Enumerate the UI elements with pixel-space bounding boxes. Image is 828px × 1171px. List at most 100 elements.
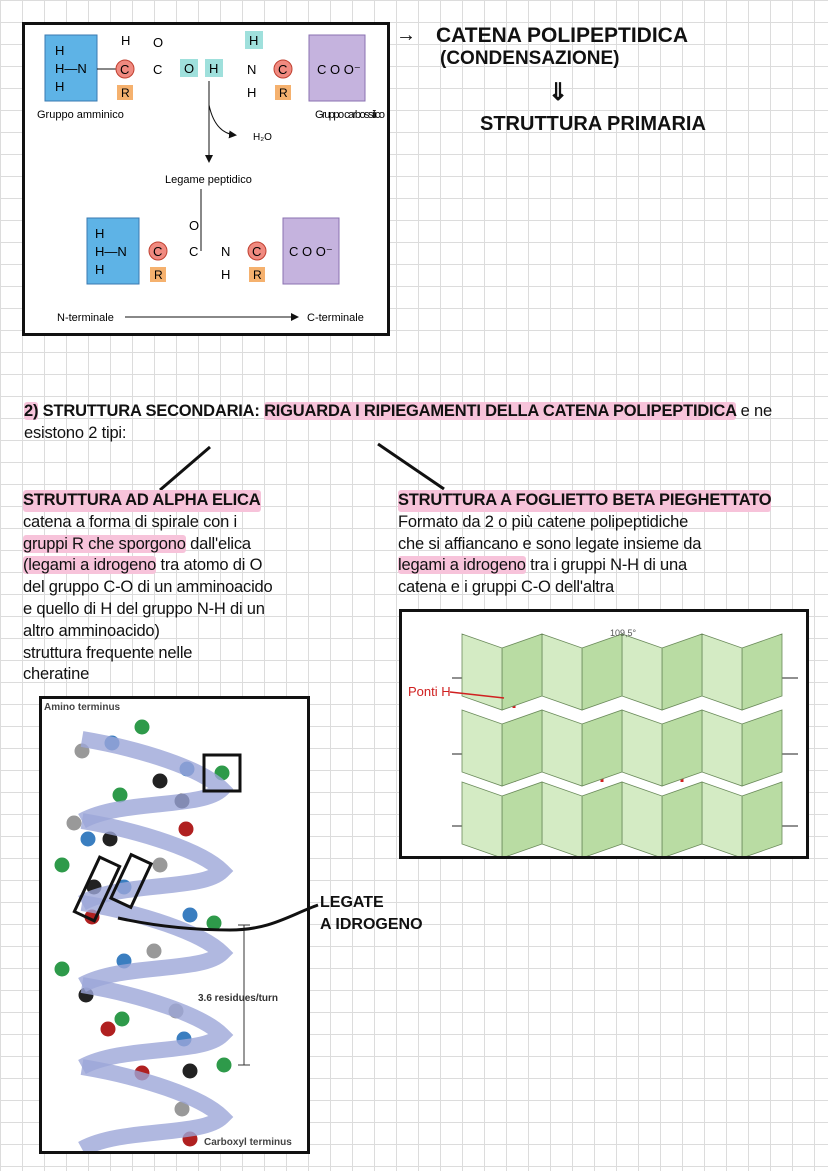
pleat-panel <box>461 781 503 859</box>
svg-text:O: O <box>153 35 163 50</box>
atom <box>177 820 195 838</box>
svg-text:C: C <box>252 244 261 259</box>
alpha-helix-diagram: Amino terminus Carboxyl terminus 3.6 res… <box>39 696 310 1157</box>
alpha-highlight: (legami a idrogeno <box>23 556 157 575</box>
peptide-bond-svg: HH—NH C R H CO O H H NH C R C O O⁻ Grupp… <box>37 31 385 324</box>
beta-line: catena e i gruppi C-O dell'altra <box>398 578 614 597</box>
svg-text:C: C <box>153 62 162 77</box>
pleat-panel <box>581 633 623 711</box>
helix-ribbon <box>78 977 234 1075</box>
alpha-helix-description: STRUTTURA AD ALPHA ELICA catena a forma … <box>23 490 393 686</box>
pleat-panel <box>461 633 503 711</box>
peptide-bond-label: Legame peptidico <box>165 174 252 186</box>
svg-text:H: H <box>221 267 230 282</box>
pleat-panel <box>701 709 743 787</box>
svg-text:H: H <box>249 33 258 48</box>
alpha-title: STRUTTURA AD ALPHA ELICA <box>23 490 261 512</box>
atom <box>79 830 97 848</box>
alpha-helix-svg: Amino terminus Carboxyl terminus 3.6 res… <box>44 702 292 1157</box>
atom <box>53 856 71 874</box>
svg-text:C O O⁻: C O O⁻ <box>317 62 361 77</box>
svg-text:C: C <box>189 244 198 259</box>
svg-text:H: H <box>95 262 104 277</box>
svg-text:R: R <box>279 86 288 100</box>
residues-per-turn-label: 3.6 residues/turn <box>198 993 278 1004</box>
svg-text:C O O⁻: C O O⁻ <box>289 244 333 259</box>
beta-line: Formato da 2 o più catene polipeptidiche <box>398 512 689 531</box>
pleat-panel <box>581 781 623 859</box>
pleat-panel <box>741 709 783 787</box>
svg-text:C: C <box>120 62 129 77</box>
beta-sheet-diagram: 109,5° Ponti H <box>399 609 809 859</box>
svg-text:R: R <box>154 268 163 282</box>
svg-text:O: O <box>189 218 199 233</box>
amino-terminus-label: Amino terminus <box>44 702 121 713</box>
pleat-panel <box>541 633 583 711</box>
section-title: STRUTTURA SECONDARIA: <box>42 402 260 420</box>
pleat-panel <box>701 633 743 711</box>
bond-angle-label: 109,5° <box>610 628 637 638</box>
water-label: H₂O <box>253 132 272 143</box>
svg-text:R: R <box>121 86 130 100</box>
alpha-line: dall'elica <box>185 534 251 553</box>
beta-line: tra i gruppi N-H di una <box>525 556 687 575</box>
alpha-line: tra atomo di O <box>156 556 263 575</box>
svg-text:C: C <box>153 244 162 259</box>
alpha-line: struttura frequente nelle <box>23 643 193 662</box>
svg-text:H—N: H—N <box>55 61 87 76</box>
atom <box>99 1020 117 1038</box>
atom <box>113 1010 131 1028</box>
pleat-panel <box>741 781 783 859</box>
svg-text:H—N: H—N <box>95 244 127 259</box>
atom <box>145 942 163 960</box>
secondary-header: 2) STRUTTURA SECONDARIA: RIGUARDA I RIPI… <box>24 401 824 445</box>
beta-title: STRUTTURA A FOGLIETTO BETA PIEGHETTATO <box>398 490 772 512</box>
pleat-panel <box>701 781 743 859</box>
atom <box>151 772 169 790</box>
hydrogen-bridges-label: Ponti H <box>408 684 451 699</box>
svg-text:N: N <box>221 244 230 259</box>
pleat-panel <box>501 781 543 859</box>
pleat-panel <box>541 781 583 859</box>
section-rest: e ne <box>740 402 773 420</box>
pleat-panel <box>661 781 703 859</box>
atom <box>205 914 223 932</box>
primary-arrow-icon: → <box>396 24 416 46</box>
alpha-line: altro amminoacido) <box>23 621 160 640</box>
helix-ribbon <box>78 731 234 829</box>
n-terminal-label: N-terminale <box>57 312 114 324</box>
alpha-line: cheratine <box>23 665 90 684</box>
pleat-panel <box>541 709 583 787</box>
pleat-panel <box>581 709 623 787</box>
helix-ribbon <box>78 813 234 911</box>
svg-text:N: N <box>247 62 256 77</box>
beta-highlight: legami a idrogeno <box>398 556 526 575</box>
annotation-line2: A IDROGENO <box>320 916 423 933</box>
section-line2: esistono 2 tipi: <box>24 423 127 442</box>
svg-text:H: H <box>55 79 64 94</box>
c-terminal-label: C-terminale <box>307 312 364 324</box>
pleat-panel <box>621 781 663 859</box>
pleat-panel <box>621 633 663 711</box>
atom <box>133 718 151 736</box>
down-arrow-icon: ⇓ <box>548 79 569 106</box>
section-highlight: RIGUARDA I RIPIEGAMENTI DELLA CATENA POL… <box>264 402 737 420</box>
alpha-line: catena a forma di spirale con i <box>23 512 237 531</box>
helix-ribbon <box>78 1059 234 1157</box>
atom <box>151 856 169 874</box>
svg-text:R: R <box>253 268 262 282</box>
svg-text:H: H <box>55 43 64 58</box>
svg-text:H: H <box>95 226 104 241</box>
atom <box>53 960 71 978</box>
alpha-highlight: gruppi R che sporgono <box>23 534 186 553</box>
pleat-panel <box>661 633 703 711</box>
pleat-panel <box>501 633 543 711</box>
branch-lines <box>159 442 445 492</box>
svg-text:H: H <box>209 61 218 76</box>
primary-line1: CATENA POLIPEPTIDICA <box>436 24 689 47</box>
pleat-panel <box>661 709 703 787</box>
beta-line: che si affiancano e sono legate insieme … <box>398 534 702 553</box>
primary-line2: (CONDENSAZIONE) <box>440 48 620 69</box>
amino-group-label: Gruppo amminico <box>37 109 124 121</box>
